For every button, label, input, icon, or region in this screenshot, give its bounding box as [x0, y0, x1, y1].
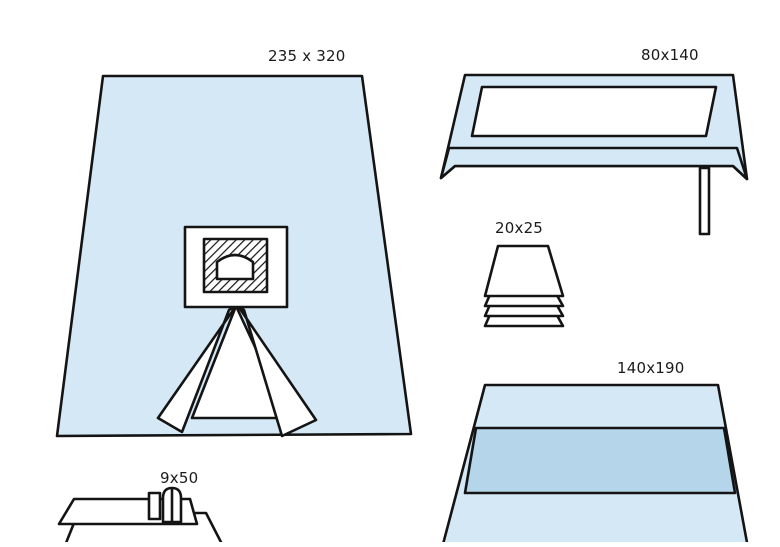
- label-sheet: 140x190: [617, 359, 685, 377]
- label-tape: 9x50: [160, 469, 199, 487]
- table-cover-inner-panel: [470, 85, 718, 138]
- label-towels: 20x25: [495, 219, 544, 237]
- sheet: [440, 383, 750, 547]
- towel-stack: [483, 244, 565, 328]
- label-large-drape: 235 x 320: [268, 47, 346, 65]
- drape-left-flap: [156, 304, 238, 434]
- table-cover-skirt: [439, 146, 749, 181]
- tape-tab: [147, 491, 162, 521]
- sheet-middle-band: [463, 426, 737, 495]
- tape-strips: [57, 486, 225, 547]
- towel-1: [483, 244, 565, 298]
- label-table-cover: 80x140: [641, 46, 699, 64]
- table-cover: [439, 73, 749, 236]
- drape-right-flap: [236, 304, 318, 438]
- large-drape: [55, 74, 413, 438]
- fenestration-opening: [215, 253, 255, 281]
- table-leg: [698, 166, 711, 236]
